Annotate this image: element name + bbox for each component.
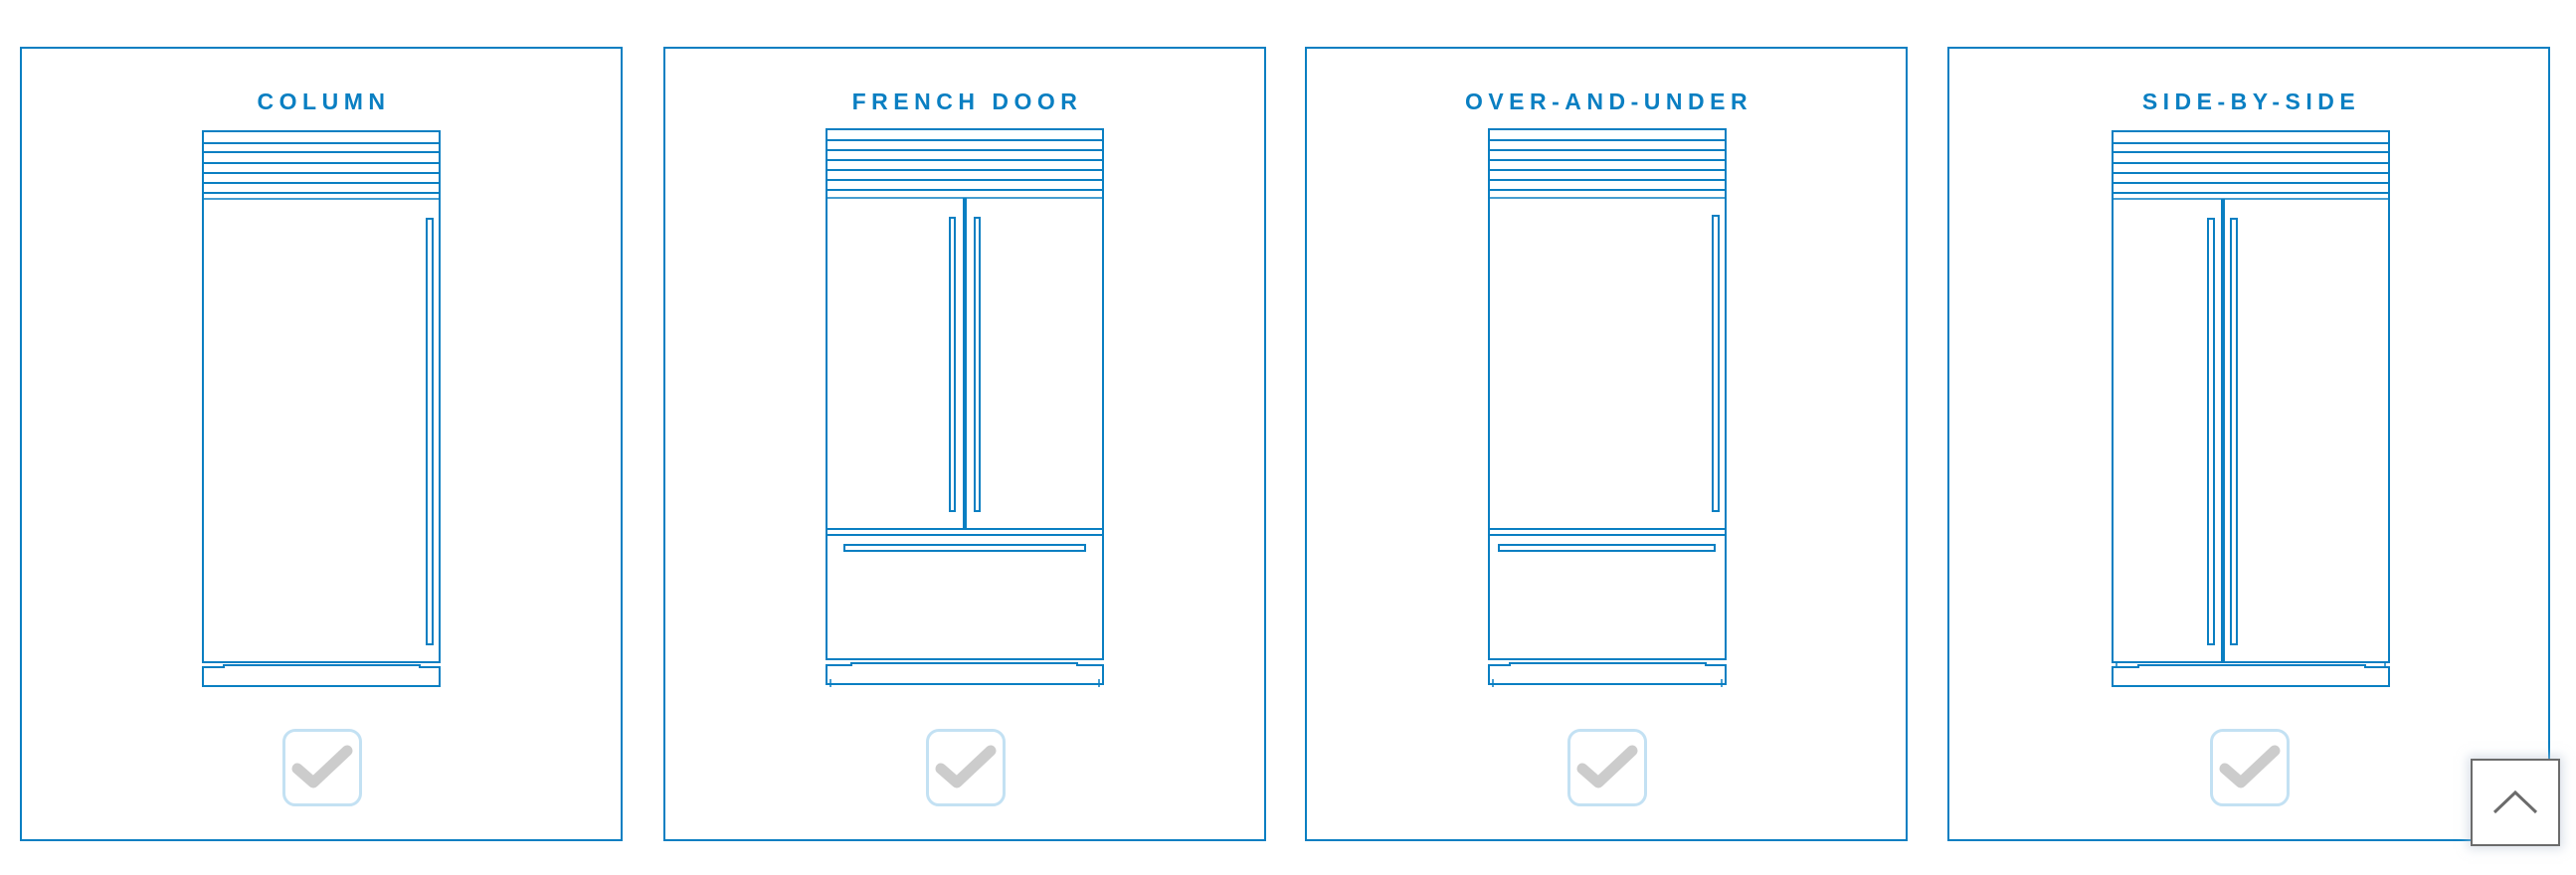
chevron-up-icon <box>2492 789 2538 814</box>
side-by-side-refrigerator-illustration <box>1949 49 2548 745</box>
select-checkbox-french-door[interactable] <box>926 729 1006 806</box>
french-door-refrigerator-illustration <box>665 49 1264 745</box>
over-and-under-refrigerator-illustration <box>1307 49 1906 745</box>
option-card-over-and-under[interactable]: OVER-AND-UNDER <box>1305 47 1908 841</box>
checkmark-icon <box>291 745 353 788</box>
option-card-column[interactable]: COLUMN <box>20 47 623 841</box>
option-title: FRENCH DOOR <box>851 88 1083 114</box>
checkmark-icon <box>1576 745 1638 788</box>
scroll-to-top-button[interactable] <box>2471 759 2560 846</box>
select-checkbox-column[interactable] <box>282 729 362 806</box>
select-checkbox-side-by-side[interactable] <box>2210 729 2290 806</box>
option-title: SIDE-BY-SIDE <box>2141 88 2361 114</box>
checkmark-icon <box>2219 745 2281 788</box>
option-card-french-door[interactable]: FRENCH DOOR <box>663 47 1266 841</box>
option-title: OVER-AND-UNDER <box>1464 88 1753 114</box>
option-title: COLUMN <box>257 88 391 114</box>
checkmark-icon <box>935 745 997 788</box>
select-checkbox-over-and-under[interactable] <box>1567 729 1647 806</box>
option-card-side-by-side[interactable]: SIDE-BY-SIDE <box>1947 47 2550 841</box>
column-refrigerator-illustration <box>22 49 621 745</box>
